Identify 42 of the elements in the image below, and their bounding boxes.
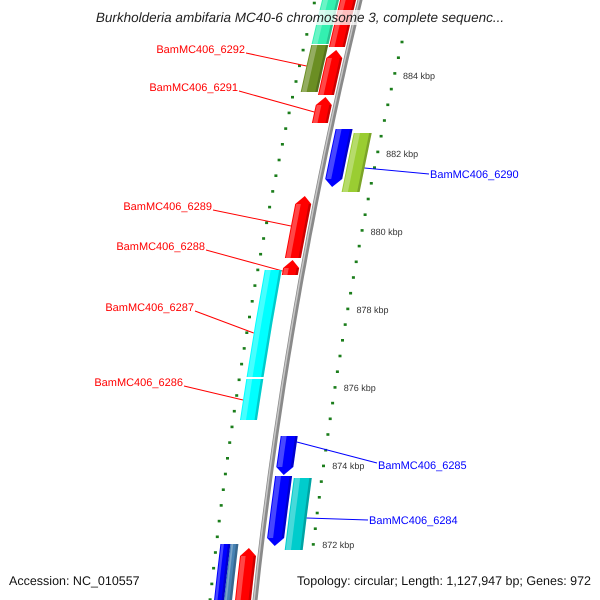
gene-feature-pointed xyxy=(312,97,332,123)
gene-feature xyxy=(342,133,372,192)
gene-label: BamMC406_6286 xyxy=(94,377,183,390)
scale-tick-label: 874 kbp xyxy=(332,461,364,472)
scale-tick-label: 884 kbp xyxy=(403,71,436,82)
gene-feature xyxy=(223,544,238,600)
gene-feature-pointed xyxy=(325,129,353,187)
gene-label: BamMC406_6285 xyxy=(378,460,467,473)
gene-label: BamMC406_6287 xyxy=(105,302,194,315)
gene-feature xyxy=(240,379,264,420)
leader-line xyxy=(296,442,378,464)
leader-line xyxy=(194,310,254,334)
accession-text: Accession: NC_010557 xyxy=(9,574,140,589)
leader-line xyxy=(306,518,368,520)
gene-feature xyxy=(284,478,312,550)
gene-feature-pointed xyxy=(318,50,342,95)
gene-label: BamMC406_6290 xyxy=(430,169,519,182)
genome-info-text: Topology: circular; Length: 1,127,947 bp; Genes: 972 xyxy=(297,574,591,589)
gene-label: BamMC406_6291 xyxy=(149,82,238,95)
scale-tick-label: 882 kbp xyxy=(386,149,418,160)
gene-feature-pointed xyxy=(282,260,300,275)
gene-feature-pointed xyxy=(267,476,292,546)
gene-feature xyxy=(246,270,282,377)
leader-line xyxy=(206,250,284,272)
scale-tick-label: 878 kbp xyxy=(356,305,389,316)
gene-feature xyxy=(300,45,328,92)
gene-label: BamMC406_6292 xyxy=(156,44,245,57)
gene-feature-pointed xyxy=(234,548,256,600)
leader-line xyxy=(238,90,315,112)
gene-feature-pointed xyxy=(276,436,298,475)
leader-line xyxy=(212,210,292,226)
scale-tick-label: 876 kbp xyxy=(344,383,376,394)
leader-line xyxy=(246,52,307,66)
gene-feature xyxy=(213,544,230,600)
scale-tick-label: 880 kbp xyxy=(370,227,403,238)
gene-label: BamMC406_6289 xyxy=(123,201,212,214)
scale-tick-label: 872 kbp xyxy=(322,540,354,551)
gene-label: BamMC406_6288 xyxy=(116,241,205,254)
leader-line xyxy=(184,386,244,400)
gene-label: BamMC406_6284 xyxy=(369,515,458,528)
gene-feature-pointed xyxy=(284,196,312,258)
leader-line xyxy=(364,168,430,174)
